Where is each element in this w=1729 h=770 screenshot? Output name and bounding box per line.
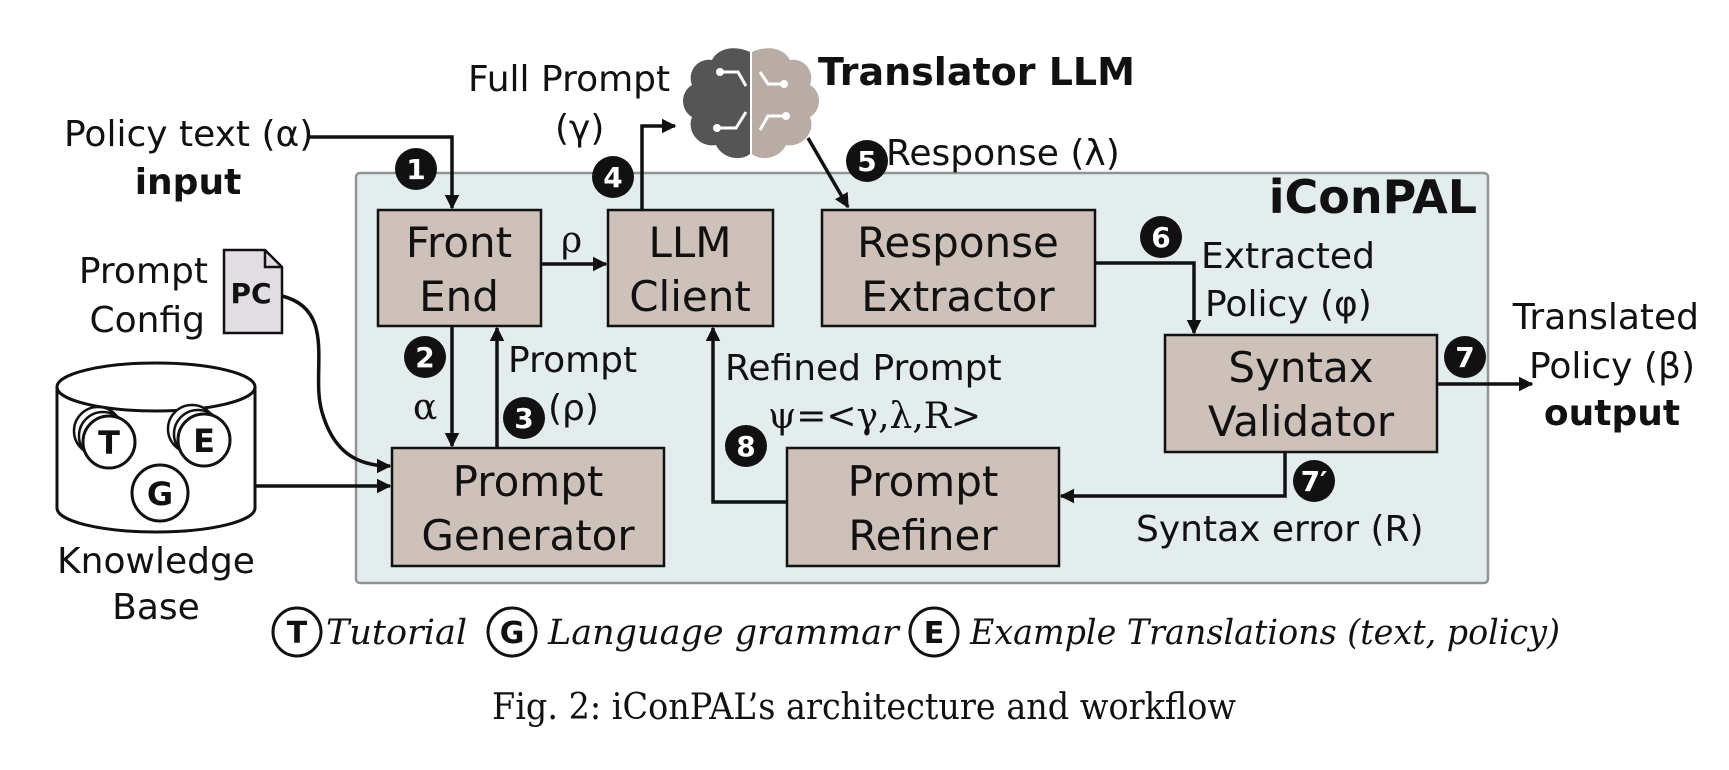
legend-grammar-badge: G: [500, 616, 525, 651]
llm-client-line-2: Client: [629, 272, 751, 321]
legend-item-tutorial: T Tutorial: [271, 606, 467, 658]
knowledge-base-cylinder-icon: T E G: [55, 361, 257, 534]
step-badge-7-prime-text: 7′: [1301, 465, 1328, 498]
prompt-refiner-line-2: Refiner: [848, 511, 998, 560]
legend-grammar-text: Language grammar: [547, 613, 901, 653]
step-badge-7-prime: 7′: [1293, 460, 1335, 502]
legend-examples-text: Example Translations (text, policy): [969, 613, 1560, 653]
step-badge-5: 5: [846, 140, 888, 182]
prompt-config-document-icon: PC: [222, 248, 284, 335]
step-badge-5-text: 5: [857, 145, 876, 178]
step-badge-1: 1: [395, 148, 437, 190]
prompt-rho-line-1: Prompt: [508, 340, 637, 381]
response-extractor-line-2: Extractor: [861, 272, 1055, 321]
front-end-box: Front End: [376, 208, 543, 328]
refined-prompt-label: Refined Prompt: [725, 348, 1002, 389]
full-prompt-line-1: Full Prompt: [468, 59, 670, 100]
syntax-validator-line-1: Syntax: [1228, 343, 1373, 392]
rho-label: ρ: [561, 220, 582, 261]
step-badge-7: 7: [1444, 336, 1486, 378]
psi-label: ψ=<γ,λ,R>: [768, 396, 981, 437]
legend-item-grammar: G Language grammar: [486, 606, 901, 658]
legend-examples-badge: E: [924, 616, 945, 651]
extracted-policy-line-2: Policy (φ): [1205, 284, 1372, 325]
translator-llm-label: Translator LLM: [818, 50, 1135, 94]
legend-item-examples: E Example Translations (text, policy): [908, 606, 1560, 658]
llm-client-line-1: LLM: [648, 218, 731, 267]
prompt-config-line-1: Prompt: [79, 251, 208, 292]
kb-tutorial-badge: T: [98, 424, 120, 462]
prompt-generator-line-1: Prompt: [453, 457, 604, 506]
figure-caption: Fig. 2: iConPAL’s architecture and workf…: [492, 687, 1236, 728]
arrow-validator-to-refiner: [1059, 452, 1287, 504]
prompt-refiner-line-1: Prompt: [848, 457, 999, 506]
pc-badge: PC: [230, 277, 271, 310]
step-badge-8: 8: [725, 425, 767, 467]
full-prompt-line-2: (γ): [555, 108, 604, 149]
kb-example-badge: E: [193, 422, 215, 460]
kb-grammar-badge: G: [147, 475, 173, 513]
legend: T Tutorial G Language grammar E Example …: [271, 606, 1560, 658]
step-badge-3: 3: [503, 397, 545, 439]
prompt-generator-box: Prompt Generator: [390, 446, 666, 568]
step-badge-8-text: 8: [736, 430, 755, 463]
step-badge-2-text: 2: [415, 341, 434, 374]
syntax-validator-box: Syntax Validator: [1163, 333, 1439, 454]
prompt-config-line-2: Config: [89, 300, 205, 341]
response-extractor-box: Response Extractor: [820, 208, 1097, 328]
knowledge-base-line-2: Base: [112, 587, 200, 628]
step-badge-3-text: 3: [514, 402, 533, 435]
syntax-validator-line-2: Validator: [1208, 397, 1395, 446]
input-label: input: [135, 162, 242, 203]
translated-policy-line-1: Translated: [1512, 297, 1699, 338]
prompt-generator-line-2: Generator: [421, 511, 635, 560]
step-badge-2: 2: [404, 336, 446, 378]
front-end-line-1: Front: [406, 218, 512, 267]
alpha-label: α: [413, 387, 437, 428]
response-extractor-line-1: Response: [857, 218, 1059, 267]
step-badge-7-text: 7: [1455, 341, 1474, 374]
translated-policy-line-2: Policy (β): [1529, 346, 1695, 387]
step-badge-1-text: 1: [406, 153, 425, 186]
output-label: output: [1544, 393, 1680, 434]
step-badge-6-text: 6: [1151, 221, 1170, 254]
policy-text-label: Policy text (α): [64, 114, 313, 155]
syntax-error-label: Syntax error (R): [1136, 509, 1424, 550]
arrow-extractor-to-validator: [1095, 261, 1202, 335]
arrow-llm-client-to-translator: [640, 118, 677, 210]
arrow-translator-to-response-extractor: [806, 137, 850, 209]
prompt-refiner-box: Prompt Refiner: [785, 446, 1061, 568]
knowledge-base-line-1: Knowledge: [57, 541, 255, 582]
iconpal-title: iConPAL: [1269, 170, 1477, 224]
step-badge-4: 4: [592, 156, 634, 198]
legend-tutorial-text: Tutorial: [326, 613, 467, 653]
brain-icon: [683, 48, 819, 159]
prompt-rho-line-2: (ρ): [548, 388, 599, 429]
arrow-refiner-to-llm-client: [705, 326, 787, 504]
front-end-line-2: End: [419, 272, 499, 321]
arrow-input-to-front-end: [308, 135, 460, 210]
step-badge-4-text: 4: [603, 161, 622, 194]
flow-arrows: [255, 118, 1534, 504]
legend-tutorial-badge: T: [287, 616, 308, 651]
llm-client-box: LLM Client: [606, 208, 775, 328]
extracted-policy-line-1: Extracted: [1201, 236, 1375, 277]
response-label: Response (λ): [886, 133, 1120, 174]
step-badge-6: 6: [1140, 216, 1182, 258]
arrow-config-to-generator: [281, 294, 392, 474]
